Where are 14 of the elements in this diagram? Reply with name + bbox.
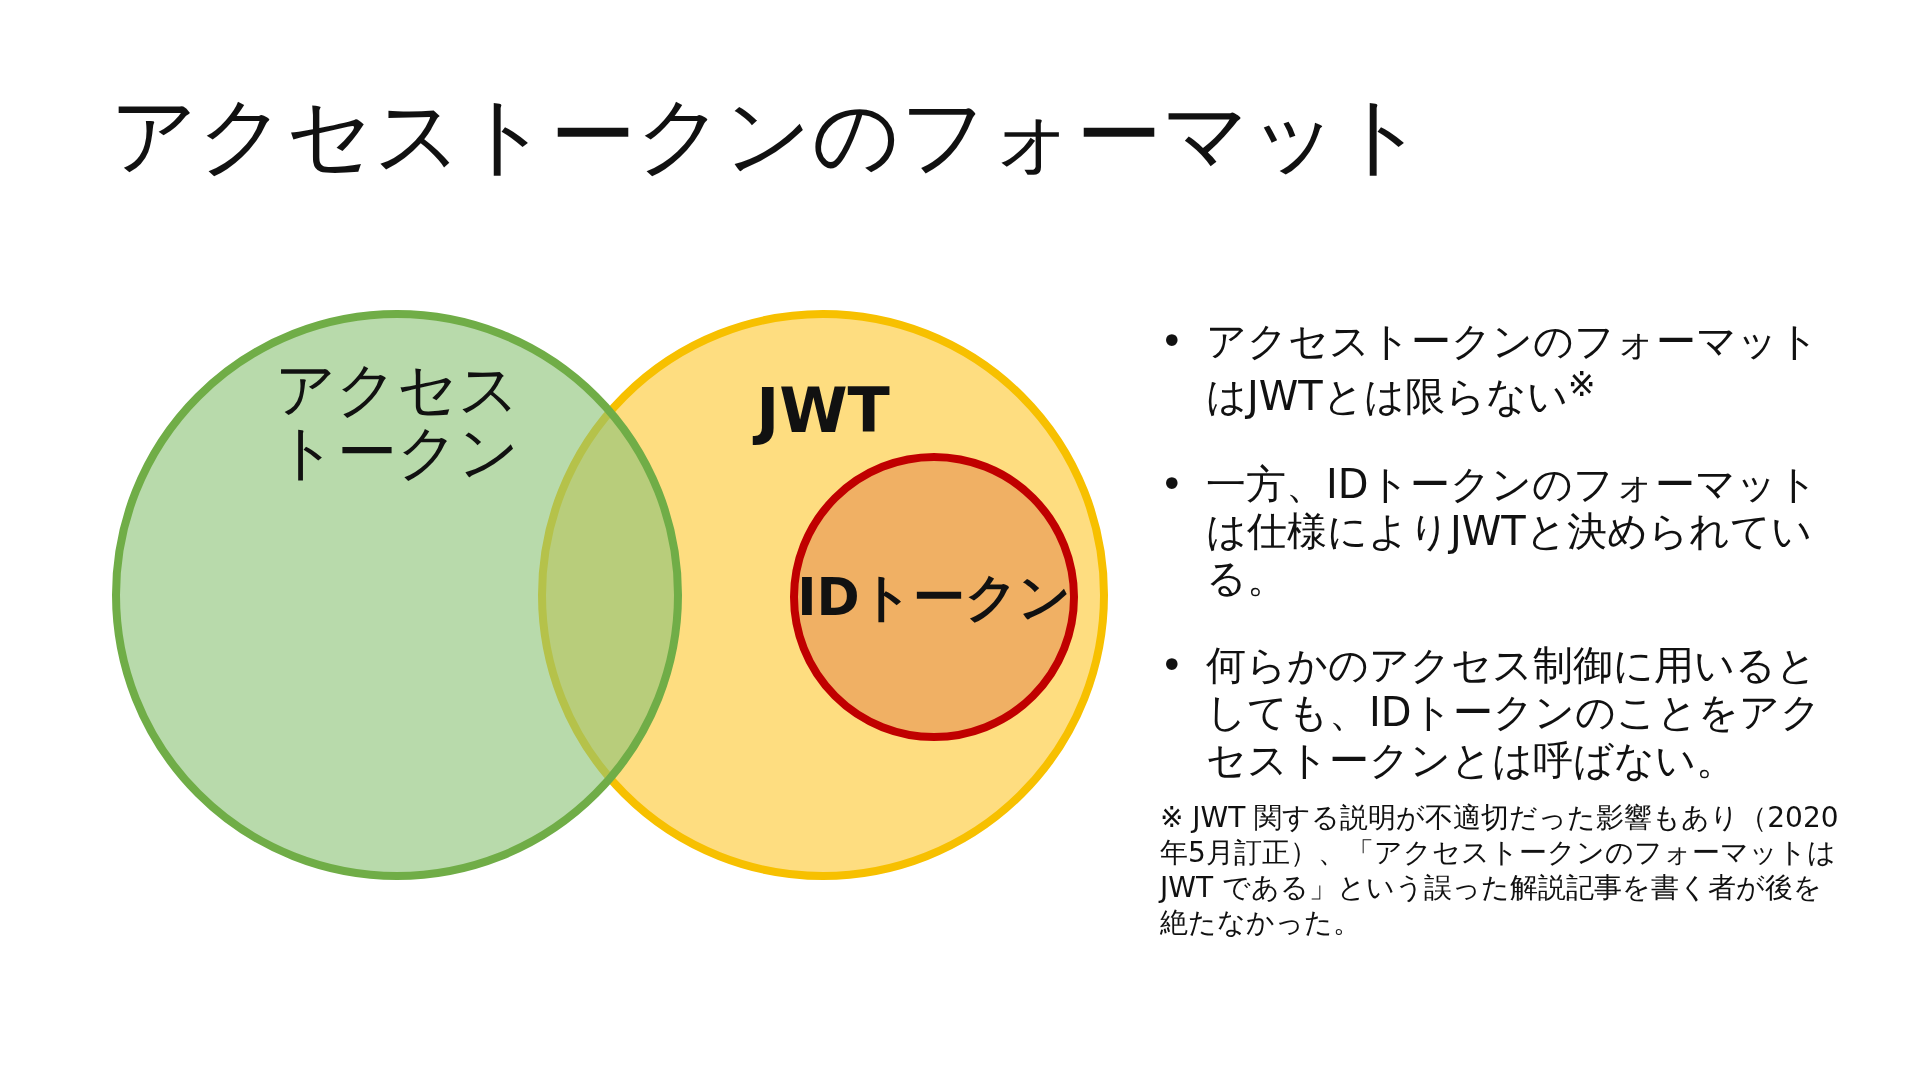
footnote: ※ JWT 関する説明が不適切だった影響もあり（2020年5月訂正）、「アクセストークンのフォーマットは JWT である」という誤った解説記事を書く者が後を絶たなかった。 bbox=[1160, 800, 1840, 940]
bullet-text: アクセストークンのフォーマットはJWTとは限らない$^{※}$ bbox=[1206, 318, 1820, 421]
venn-circle bbox=[112, 310, 682, 880]
bullet-text: 一方、IDトークンのフォーマットは仕様によりJWTと決められている。 bbox=[1206, 460, 1819, 603]
bullet-text: 何らかのアクセス制御に用いるとしても、IDトークンのことをアクセストークンとは呼ばない。 bbox=[1206, 642, 1822, 784]
circle-label: IDトークン bbox=[796, 569, 1072, 625]
circle-label: アクセストークン bbox=[274, 358, 520, 484]
circle-label: JWT bbox=[673, 378, 973, 444]
bullet-marker: • bbox=[1160, 460, 1184, 508]
slide-title: アクセストークンのフォーマット bbox=[110, 84, 1426, 187]
venn-circle bbox=[790, 453, 1078, 741]
bullet-marker: • bbox=[1160, 642, 1184, 690]
venn-circle bbox=[538, 310, 1108, 880]
bullet-marker: • bbox=[1160, 318, 1184, 366]
